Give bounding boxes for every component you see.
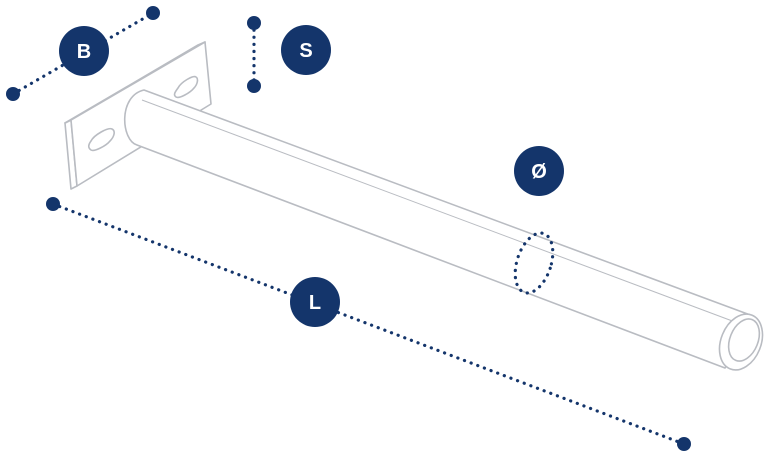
thickness-badge: S bbox=[281, 25, 331, 75]
length-dim-line bbox=[51, 202, 686, 446]
length-endpoint-right bbox=[677, 437, 691, 451]
length-endpoint-left bbox=[46, 197, 60, 211]
width-dim-line bbox=[11, 11, 155, 96]
diameter-badge-circle bbox=[514, 146, 564, 196]
dimension-lines bbox=[11, 11, 686, 446]
thickness-endpoint-top bbox=[247, 16, 261, 30]
width-endpoint-right bbox=[146, 6, 160, 20]
width-label: B bbox=[77, 41, 91, 63]
tube-body bbox=[123, 89, 754, 369]
dimension-endpoints bbox=[6, 6, 691, 451]
tube-highlight bbox=[141, 99, 736, 323]
diameter-badge: Ø bbox=[514, 146, 564, 196]
plate-slot-right bbox=[173, 75, 199, 99]
length-label: L bbox=[309, 292, 321, 314]
width-badge-circle bbox=[59, 26, 109, 76]
tube bbox=[123, 89, 764, 371]
length-badge: L bbox=[290, 277, 340, 327]
tube-end-inner bbox=[727, 318, 761, 362]
diameter-label: Ø bbox=[531, 161, 547, 183]
plate-slot-left bbox=[87, 127, 115, 152]
thickness-badge-circle bbox=[281, 25, 331, 75]
diameter-dim-ring bbox=[513, 231, 555, 295]
thickness-label: S bbox=[299, 40, 312, 62]
width-badge: B bbox=[59, 26, 109, 76]
thickness-endpoint-bottom bbox=[247, 79, 261, 93]
length-badge-circle bbox=[290, 277, 340, 327]
width-endpoint-left bbox=[6, 87, 20, 101]
